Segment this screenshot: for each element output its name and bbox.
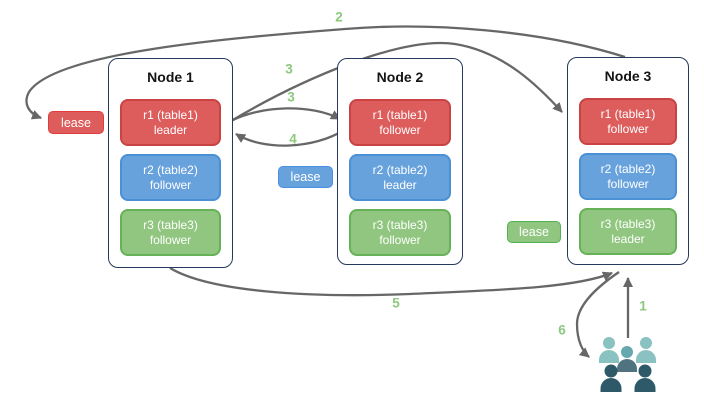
arrow-label-5: 5 bbox=[392, 295, 400, 311]
node1-replica-r3: r3 (table3) follower bbox=[120, 209, 221, 256]
arrow-label-3b: 3 bbox=[287, 89, 295, 105]
node-3-title: Node 3 bbox=[604, 68, 652, 84]
node1-replica-r2: r2 (table2) follower bbox=[120, 154, 221, 201]
replica-name: r1 (table1) bbox=[143, 107, 198, 122]
replica-name: r3 (table3) bbox=[143, 217, 198, 232]
node-1: Node 1 r1 (table1) leader r2 (table2) fo… bbox=[108, 58, 233, 268]
node-2-title: Node 2 bbox=[376, 69, 424, 85]
lease-label-green: lease bbox=[507, 221, 561, 243]
replica-role: follower bbox=[149, 232, 192, 247]
replica-name: r2 (table2) bbox=[372, 162, 428, 177]
node2-replica-r2: r2 (table2) leader bbox=[349, 154, 451, 201]
node2-replica-r1: r1 (table1) follower bbox=[349, 99, 451, 146]
replica-name: r3 (table3) bbox=[600, 216, 656, 231]
replica-role: follower bbox=[379, 122, 421, 137]
arrow-label-6: 6 bbox=[558, 322, 566, 338]
arrow-6 bbox=[575, 271, 620, 358]
lease-label-blue: lease bbox=[278, 166, 333, 188]
replica-role: follower bbox=[607, 121, 649, 136]
node3-replica-r3: r3 (table3) leader bbox=[579, 208, 677, 255]
arrow-3-long bbox=[230, 41, 563, 122]
replica-name: r2 (table2) bbox=[143, 162, 198, 177]
arrow-label-2: 2 bbox=[335, 9, 343, 25]
replica-name: r3 (table3) bbox=[372, 217, 428, 232]
arrow-2 bbox=[25, 25, 626, 120]
arrow-4 bbox=[235, 129, 345, 147]
node3-replica-r2: r2 (table2) follower bbox=[579, 153, 677, 200]
node2-replica-r3: r3 (table3) follower bbox=[349, 209, 451, 256]
node-1-title: Node 1 bbox=[147, 69, 194, 85]
replica-role: follower bbox=[607, 176, 649, 191]
replica-role: leader bbox=[383, 177, 417, 192]
replica-role: leader bbox=[153, 122, 188, 137]
replica-role: follower bbox=[379, 232, 421, 247]
arrow-label-4: 4 bbox=[289, 131, 297, 147]
lease-label-red: lease bbox=[48, 111, 104, 134]
replica-role: leader bbox=[611, 231, 645, 246]
users-group-icon bbox=[599, 337, 656, 392]
replica-name: r2 (table2) bbox=[600, 161, 656, 176]
arrow-label-1: 1 bbox=[639, 298, 647, 314]
node-3: Node 3 r1 (table1) follower r2 (table2) … bbox=[567, 57, 689, 265]
arrow-3-short bbox=[230, 107, 341, 123]
replica-role: follower bbox=[149, 177, 192, 192]
node1-replica-r1: r1 (table1) leader bbox=[120, 99, 221, 146]
arrow-label-3a: 3 bbox=[285, 61, 293, 77]
arrow-5 bbox=[169, 267, 613, 297]
replica-name: r1 (table1) bbox=[600, 106, 656, 121]
node3-replica-r1: r1 (table1) follower bbox=[579, 98, 677, 145]
node-2: Node 2 r1 (table1) follower r2 (table2) … bbox=[337, 58, 463, 265]
replica-name: r1 (table1) bbox=[372, 107, 428, 122]
